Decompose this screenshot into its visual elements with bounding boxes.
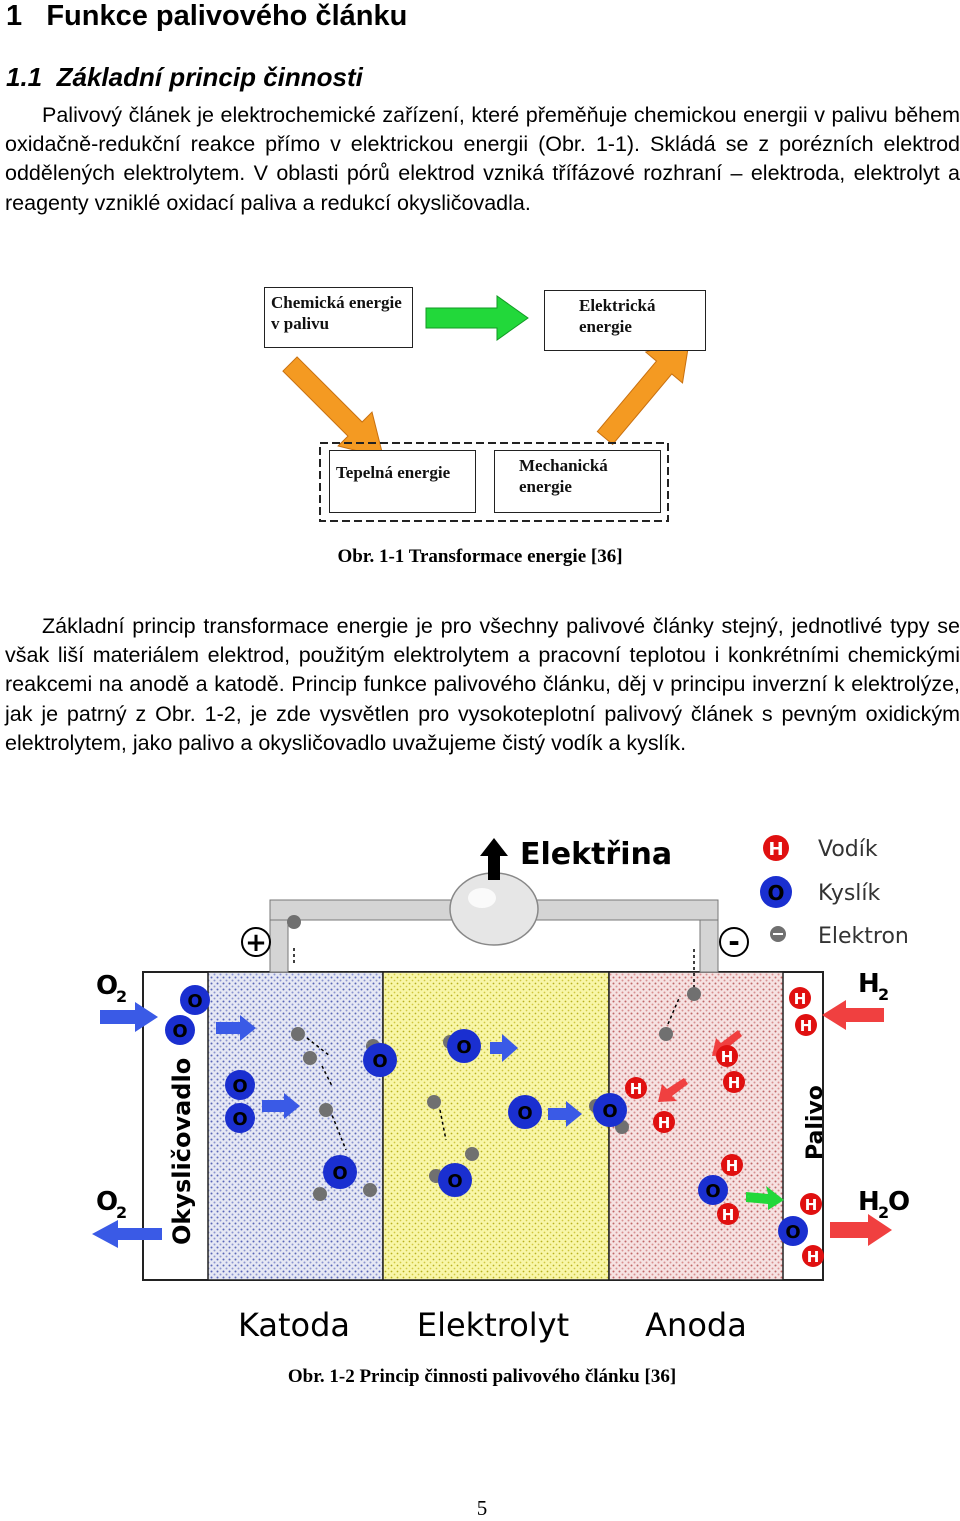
subsection-heading: 1.1 Základní princip činnosti (6, 62, 363, 92)
h2o-out-label: H 2 O (858, 1187, 910, 1222)
fuel-label: Palivo (803, 1085, 828, 1160)
bulb-icon (449, 872, 539, 946)
box-mechanical-energy: Mechanická energie (494, 450, 661, 513)
page-number: 5 (476, 1496, 488, 1520)
svg-text:O: O (232, 1109, 247, 1130)
orange-arrow-up-icon (596, 336, 691, 446)
box-electrical-energy: Elektrická energie (544, 290, 706, 351)
minus-icon (719, 927, 749, 957)
svg-text:H: H (726, 1157, 739, 1175)
water-arrow-icon (746, 1186, 784, 1210)
legend-hydrogen-label: Vodík (818, 837, 878, 862)
svg-text:2: 2 (878, 985, 889, 1004)
svg-text:O: O (705, 1181, 720, 1202)
oxygen-atoms (165, 985, 808, 1246)
svg-text:+: + (245, 928, 267, 958)
svg-text:O: O (372, 1051, 387, 1072)
svg-text:O: O (888, 1187, 910, 1217)
paragraph-principle: Základní princip transformace energie je… (5, 614, 960, 755)
h2-in-arrow-icon (822, 1000, 884, 1030)
svg-text:O: O (456, 1037, 471, 1058)
figure2-caption: Obr. 1-2 Princip činnosti palivového člá… (287, 1366, 677, 1387)
oxidant-label: Okysličovadlo (168, 1058, 196, 1245)
legend-electron-label: Elektron (818, 924, 909, 949)
box-thermal-energy: Tepelná energie (329, 450, 476, 513)
svg-text:O: O (96, 1187, 118, 1217)
section-heading: 1 Funkce palivového článku (6, 0, 408, 32)
svg-text:O: O (602, 1101, 617, 1122)
plus-icon (241, 927, 271, 957)
o2-out-arrow-icon (92, 1220, 162, 1248)
svg-text:O: O (232, 1076, 247, 1097)
svg-text:O: O (785, 1222, 800, 1243)
svg-text:H: H (805, 1196, 818, 1214)
electrolyte-label: Elektrolyt (417, 1306, 569, 1344)
svg-text:H: H (722, 1206, 735, 1224)
paragraph-intro: Palivový článek je elektrochemické zaříz… (5, 103, 960, 215)
o2-in-arrow-icon (100, 1002, 158, 1032)
svg-text:H: H (728, 1074, 741, 1092)
svg-text:H: H (794, 990, 807, 1008)
svg-text:H: H (807, 1248, 820, 1266)
svg-text:O: O (447, 1171, 462, 1192)
svg-text:O: O (172, 1021, 187, 1042)
fuel-cell-diagram: Elektřina + - H Vodík O Kyslík Elektron … (92, 835, 910, 1344)
legend-hydrogen-icon (763, 835, 789, 861)
figure1-caption: Obr. 1-1 Transformace energie [36] (337, 546, 623, 567)
svg-text:H: H (721, 1048, 734, 1066)
green-arrow-icon (425, 295, 529, 341)
o2-out-label: O 2 (96, 1187, 127, 1222)
legend-oxygen-icon (760, 876, 792, 908)
svg-text:H: H (800, 1017, 813, 1035)
electrolyte-layer (382, 971, 610, 1281)
cathode-label: Katoda (238, 1306, 350, 1344)
svg-text:-: - (728, 925, 740, 958)
dashed-frame (319, 442, 669, 522)
diagram-title: Elektřina (520, 837, 672, 872)
svg-text:2: 2 (116, 1203, 127, 1222)
svg-text:2: 2 (878, 1203, 889, 1222)
box-chemical-energy: Chemická energie v palivu (264, 287, 413, 348)
svg-text:H: H (858, 1187, 880, 1217)
svg-text:H: H (768, 839, 783, 860)
svg-text:O: O (767, 881, 784, 905)
o2-in-label: O 2 (96, 971, 127, 1006)
svg-text:O: O (96, 971, 118, 1001)
svg-text:O: O (332, 1163, 347, 1184)
hydrogen-atoms (625, 987, 824, 1267)
svg-text:O: O (187, 991, 202, 1012)
svg-text:H: H (658, 1114, 671, 1132)
svg-text:O: O (517, 1103, 532, 1124)
legend-oxygen-label: Kyslík (818, 881, 881, 906)
svg-text:H: H (630, 1080, 643, 1098)
h2-in-label: H 2 (858, 969, 889, 1004)
svg-text:H: H (858, 969, 880, 999)
h2o-out-arrow-icon (830, 1214, 892, 1246)
up-arrow-icon (480, 838, 508, 880)
anode-layer (608, 971, 784, 1281)
svg-text:2: 2 (116, 987, 127, 1006)
energy-transformation-figure (282, 295, 691, 522)
anode-label: Anoda (645, 1306, 747, 1344)
